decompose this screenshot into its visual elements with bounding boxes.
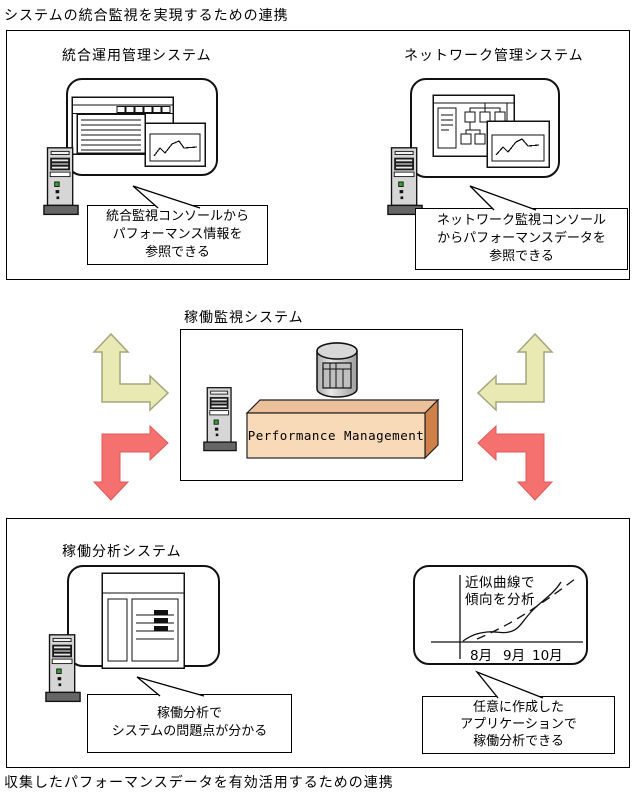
trend-chart-icon xyxy=(431,575,583,659)
callout-line: パフォーマンス情報を xyxy=(112,227,243,242)
server-tower-icon xyxy=(203,384,237,456)
callout-line: 統合監視コンソールから xyxy=(105,209,249,224)
callout-custom-app: 任意に作成した アプリケーションで 稼働分析できる xyxy=(422,696,615,754)
callout-pointer-icon xyxy=(469,185,537,211)
callout-line: アプリケーションで xyxy=(460,717,577,732)
flow-arrow-up-right-icon xyxy=(476,332,554,412)
flow-arrow-down-left-icon xyxy=(92,424,169,501)
network-mgmt-title: ネットワーク管理システム xyxy=(404,48,584,64)
trend-chart-screen: 近似曲線で 傾向を分析 8月 9月 10月 xyxy=(413,565,588,665)
callout-line: 稼働分析できる xyxy=(473,734,564,749)
callout-line: 任意に作成した xyxy=(472,700,564,715)
measured-curve xyxy=(462,581,562,642)
callout-analysis: 稼働分析で システムの問題点が分かる xyxy=(87,694,292,753)
callout-pointer-icon xyxy=(474,670,544,699)
approx-curve xyxy=(476,578,576,640)
database-cylinder-icon xyxy=(316,342,358,398)
console-windows-icon xyxy=(71,96,206,167)
callout-pointer-icon xyxy=(136,676,205,697)
analysis-window-icon xyxy=(101,572,185,669)
callout-line: システムの問題点が分かる xyxy=(111,724,268,739)
callout-line: 参照できる xyxy=(145,245,210,260)
flow-arrow-down-right-icon xyxy=(477,424,554,501)
callout-line: 稼働分析で xyxy=(156,706,222,721)
top-caption: システムの統合監視を実現するための連携 xyxy=(4,8,289,24)
callout-network-console: ネットワーク監視コンソール からパフォーマンスデータを 参照できる xyxy=(415,208,628,270)
server-tower-icon xyxy=(43,146,79,218)
bottom-caption: 収集したパフォーマンスデータを有効活用するための連携 xyxy=(4,775,394,791)
chart-note-line: 近似曲線で xyxy=(465,575,535,591)
operation-monitoring-title: 稼働監視システム xyxy=(184,310,304,326)
server-tower-icon xyxy=(45,632,81,706)
month-label: 8月 xyxy=(470,648,493,664)
month-label: 9月 xyxy=(503,648,526,664)
performance-box-3d-icon xyxy=(245,399,440,460)
callout-pointer-icon xyxy=(132,185,201,209)
callout-line: 参照できる xyxy=(489,249,554,264)
callout-line: ネットワーク監視コンソール xyxy=(436,213,606,228)
network-console-icon xyxy=(432,94,550,168)
callout-line: からパフォーマンスデータを xyxy=(437,231,606,246)
analysis-system-title: 稼働分析システム xyxy=(62,544,182,560)
chart-note-line: 傾向を分析 xyxy=(465,592,535,608)
product-name-label: Performance Management xyxy=(247,428,425,443)
month-label: 10月 xyxy=(532,648,563,664)
integrated-mgmt-title: 統合運用管理システム xyxy=(62,48,212,64)
flow-arrow-up-left-icon xyxy=(92,332,170,412)
callout-integrated-console: 統合監視コンソールから パフォーマンス情報を 参照できる xyxy=(87,205,268,265)
